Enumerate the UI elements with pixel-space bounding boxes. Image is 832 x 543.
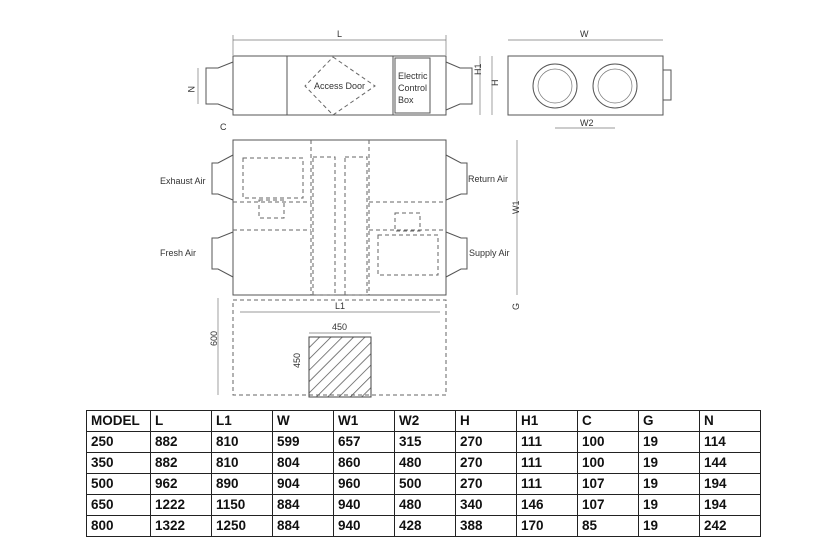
table-cell: 804 [272, 452, 334, 474]
table-cell: 599 [272, 431, 334, 453]
table-cell: 85 [577, 515, 639, 537]
table-cell: 194 [699, 473, 761, 495]
column-header: L1 [211, 410, 273, 432]
dim-N: N [186, 86, 196, 93]
table-cell: 860 [333, 452, 395, 474]
table-cell: 890 [211, 473, 273, 495]
column-header: C [577, 410, 639, 432]
side-view: L Access Door Electric Control Box N H1 [186, 29, 483, 116]
table-cell: 250 [86, 431, 151, 453]
table-cell: 1150 [211, 494, 273, 516]
table-cell: 1322 [150, 515, 212, 537]
table-cell: 340 [455, 494, 517, 516]
table-cell: 884 [272, 494, 334, 516]
table-cell: 800 [86, 515, 151, 537]
table-cell: 270 [455, 431, 517, 453]
return-air-label: Return Air [468, 174, 508, 184]
table-cell: 657 [333, 431, 395, 453]
column-header: W2 [394, 410, 456, 432]
table-cell: 904 [272, 473, 334, 495]
table-cell: 500 [394, 473, 456, 495]
table-cell: 350 [86, 452, 151, 474]
table-cell: 144 [699, 452, 761, 474]
dim-service-height: 450 [292, 353, 302, 368]
exhaust-air-label: Exhaust Air [160, 176, 206, 186]
table-cell: 650 [86, 494, 151, 516]
table-cell: 100 [577, 431, 639, 453]
dim-W2: W2 [580, 118, 594, 128]
column-header: L [150, 410, 212, 432]
dim-L1: L1 [335, 301, 345, 311]
table-cell: 810 [211, 452, 273, 474]
table-cell: 882 [150, 452, 212, 474]
table-cell: 1250 [211, 515, 273, 537]
table-cell: 960 [333, 473, 395, 495]
dim-service-width: 450 [332, 322, 347, 332]
table-cell: 194 [699, 494, 761, 516]
dim-L: L [337, 29, 342, 39]
column-header: MODEL [86, 410, 151, 432]
table-cell: 19 [638, 515, 700, 537]
supply-air-label: Supply Air [469, 248, 510, 258]
electric-box-label: Control [398, 83, 427, 93]
column-header: G [638, 410, 700, 432]
plan-view: C Exhaust Air Fresh Air Return Air Suppl… [160, 122, 521, 398]
table-cell: 884 [272, 515, 334, 537]
table-cell: 111 [516, 452, 578, 474]
table-cell: 19 [638, 473, 700, 495]
dim-W1: W1 [511, 201, 521, 215]
table-cell: 107 [577, 494, 639, 516]
table-cell: 270 [455, 473, 517, 495]
table-cell: 19 [638, 452, 700, 474]
table-cell: 242 [699, 515, 761, 537]
table-cell: 111 [516, 431, 578, 453]
table-cell: 1222 [150, 494, 212, 516]
table-cell: 882 [150, 431, 212, 453]
table-cell: 146 [516, 494, 578, 516]
table-cell: 19 [638, 431, 700, 453]
table-cell: 810 [211, 431, 273, 453]
column-header: N [699, 410, 761, 432]
table-cell: 480 [394, 452, 456, 474]
electric-box-label: Electric [398, 71, 428, 81]
dim-W: W [580, 29, 589, 39]
dimension-drawing: L Access Door Electric Control Box N H1 … [160, 29, 672, 398]
table-cell: 428 [394, 515, 456, 537]
column-header: W [272, 410, 334, 432]
column-header: H1 [516, 410, 578, 432]
dim-C: C [220, 122, 227, 132]
table-cell: 170 [516, 515, 578, 537]
access-hatch-area [308, 336, 372, 398]
table-cell: 111 [516, 473, 578, 495]
table-cell: 19 [638, 494, 700, 516]
fresh-air-label: Fresh Air [160, 248, 196, 258]
table-cell: 480 [394, 494, 456, 516]
table-cell: 500 [86, 473, 151, 495]
dim-H1: H1 [473, 63, 483, 75]
table-cell: 270 [455, 452, 517, 474]
dim-G: G [511, 303, 521, 310]
table-cell: 962 [150, 473, 212, 495]
table-cell: 107 [577, 473, 639, 495]
column-header: W1 [333, 410, 395, 432]
dim-service-depth: 600 [209, 331, 219, 346]
table-cell: 940 [333, 515, 395, 537]
table-cell: 315 [394, 431, 456, 453]
table-cell: 114 [699, 431, 761, 453]
electric-box-label: Box [398, 95, 414, 105]
dim-H: H [490, 80, 500, 87]
table-cell: 388 [455, 515, 517, 537]
table-cell: 100 [577, 452, 639, 474]
column-header: H [455, 410, 517, 432]
access-door-label: Access Door [314, 81, 365, 91]
end-view: W W2 H [490, 29, 672, 129]
table-cell: 940 [333, 494, 395, 516]
